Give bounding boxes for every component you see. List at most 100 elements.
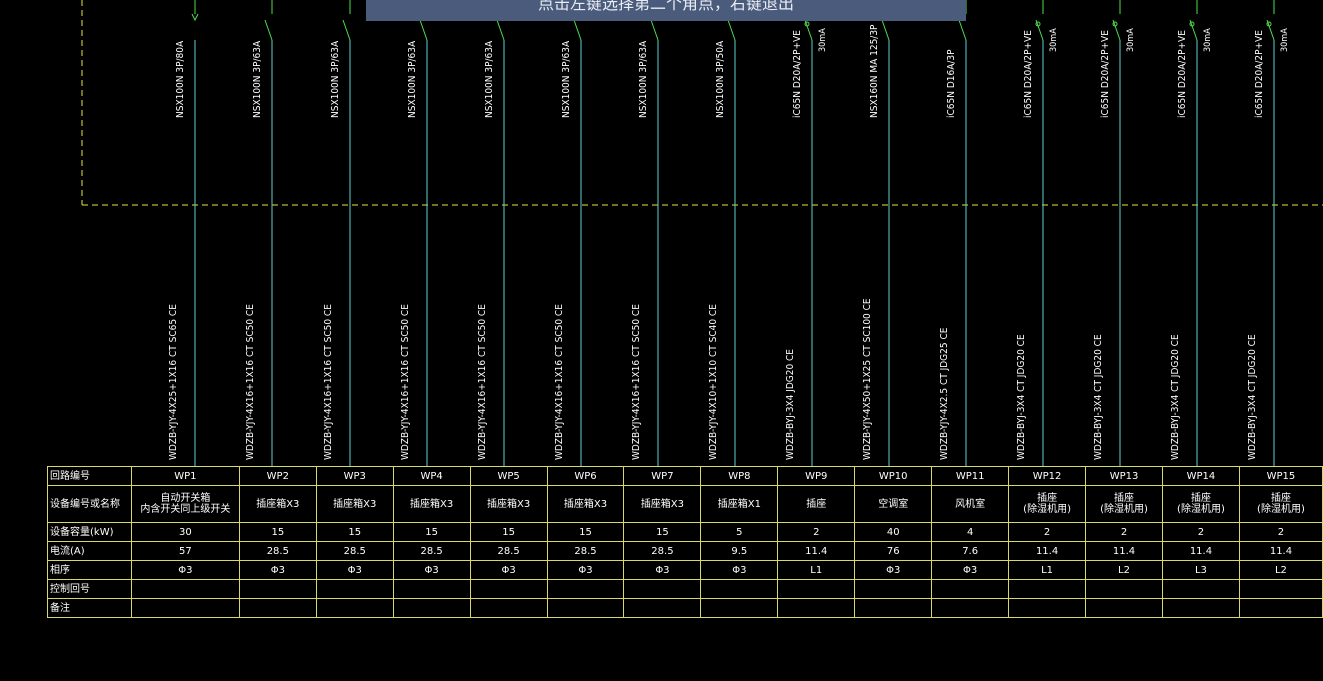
equipment-line: 内含开关同上级开关 — [140, 504, 231, 515]
cell-equipment-WP3: 插座箱X3 — [315, 485, 394, 523]
cell-phase-WP9: L1 — [777, 560, 856, 580]
cell-control-WP5 — [469, 579, 548, 599]
breaker-label-WP13: iC65N D20A/2P+VE — [1100, 30, 1111, 118]
cell-equipment-WP1: 自动开关箱内含开关同上级开关 — [130, 485, 240, 523]
equipment-line: 插座箱X1 — [717, 498, 761, 510]
breaker-label-WP8: NSX100N 3P/50A — [715, 40, 726, 118]
rcd-label-WP12: 30mA — [1049, 28, 1059, 52]
cell-control-WP9 — [777, 579, 856, 599]
cable-label-WP10: WDZB-YJY-4X50+1X25 CT SC100 CE — [862, 298, 873, 460]
cell-control-WP7 — [623, 579, 702, 599]
breaker-label-WP4: NSX100N 3P/63A — [407, 40, 418, 118]
breaker-label-WP2: NSX100N 3P/63A — [252, 40, 263, 118]
cable-label-WP1: WDZB-YJY-4X25+1X16 CT SC65 CE — [168, 304, 179, 460]
cable-label-WP8: WDZB-YJY-4X10+1X10 CT SC40 CE — [708, 304, 719, 460]
rcd-label-WP9: 30mA — [818, 28, 828, 52]
equipment-line: 空调室 — [878, 498, 909, 510]
cell-circuit-WP6: WP6 — [546, 466, 625, 486]
cell-capacity-WP14: 2 — [1161, 522, 1240, 542]
cable-label-WP15: WDZB-BYJ-3X4 CT JDG20 CE — [1247, 334, 1258, 460]
breaker-symbol-WP13 — [1112, 19, 1121, 41]
cell-phase-WP8: Φ3 — [700, 560, 779, 580]
breaker-symbol-WP7 — [650, 19, 659, 41]
cell-circuit-WP3: WP3 — [315, 466, 394, 486]
cell-equipment-WP2: 插座箱X3 — [238, 485, 317, 523]
breaker-symbol-WP3 — [342, 19, 351, 41]
breaker-symbol-WP5 — [496, 19, 505, 41]
cell-control-WP1 — [130, 579, 240, 599]
breaker-symbol-WP4 — [419, 19, 428, 41]
cell-current-WP13: 11.4 — [1085, 541, 1163, 561]
cable-label-WP12: WDZB-BYJ-3X4 CT JDG20 CE — [1016, 334, 1027, 460]
cell-equipment-WP4: 插座箱X3 — [392, 485, 471, 523]
breaker-symbol-WP11 — [958, 19, 967, 41]
cable-label-WP2: WDZB-YJY-4X16+1X16 CT SC50 CE — [245, 304, 256, 460]
rcd-symbol-WP14 — [1189, 21, 1195, 27]
breaker-label-WP1: NSX100N 3P/80A — [175, 40, 186, 118]
cell-capacity-WP11: 4 — [931, 522, 1010, 542]
equipment-line: (除湿机用) — [1257, 504, 1305, 515]
cable-label-WP14: WDZB-BYJ-3X4 CT JDG20 CE — [1170, 334, 1181, 460]
cell-phase-WP3: Φ3 — [315, 560, 394, 580]
rcd-symbol-WP13 — [1112, 21, 1118, 27]
rcd-symbol-WP9 — [804, 21, 810, 27]
cable-label-WP9: WDZB-BYJ-3X4 JDG20 CE — [785, 349, 796, 460]
cell-circuit-WP2: WP2 — [238, 466, 317, 486]
rcd-symbol-WP15 — [1266, 21, 1272, 27]
cell-circuit-WP9: WP9 — [777, 466, 856, 486]
equipment-line: 插座箱X3 — [563, 498, 608, 510]
equipment-line: 自动开关箱 — [160, 493, 211, 504]
cell-capacity-WP5: 15 — [469, 522, 548, 542]
cell-equipment-WP14: 插座(除湿机用) — [1161, 485, 1240, 523]
cell-phase-WP5: Φ3 — [469, 560, 548, 580]
breaker-label-WP11: iC65N D16A/3P — [946, 49, 957, 118]
cell-circuit-WP11: WP11 — [931, 466, 1010, 486]
cell-control-WP10 — [854, 579, 933, 599]
row-label-control: 控制回号 — [47, 579, 132, 599]
cable-label-WP13: WDZB-BYJ-3X4 CT JDG20 CE — [1093, 334, 1104, 460]
cell-note-WP7 — [623, 598, 702, 618]
cell-note-WP15 — [1238, 598, 1323, 618]
cell-current-WP2: 28.5 — [238, 541, 317, 561]
cell-phase-WP4: Φ3 — [392, 560, 471, 580]
cell-phase-WP10: Φ3 — [854, 560, 933, 580]
cell-circuit-WP12: WP12 — [1008, 466, 1087, 486]
cell-current-WP5: 28.5 — [469, 541, 548, 561]
cell-control-WP13 — [1085, 579, 1163, 599]
row-label-circuit: 回路编号 — [47, 466, 132, 486]
breaker-symbol-WP6 — [573, 19, 582, 41]
cell-equipment-WP9: 插座 — [777, 485, 856, 523]
cell-equipment-WP8: 插座箱X1 — [700, 485, 779, 523]
breaker-label-WP5: NSX100N 3P/63A — [484, 40, 495, 118]
row-label-current: 电流(A) — [47, 541, 132, 561]
cell-note-WP14 — [1161, 598, 1240, 618]
cell-circuit-WP14: WP14 — [1161, 466, 1240, 486]
cell-control-WP4 — [392, 579, 471, 599]
cell-current-WP1: 57 — [130, 541, 240, 561]
breaker-label-WP12: iC65N D20A/2P+VE — [1023, 30, 1034, 118]
cable-label-WP6: WDZB-YJY-4X16+1X16 CT SC50 CE — [554, 304, 565, 460]
cell-control-WP14 — [1161, 579, 1240, 599]
command-prompt-text: 点击左键选择第二个角点，右键退出 — [537, 0, 794, 13]
cell-circuit-WP8: WP8 — [700, 466, 779, 486]
cell-current-WP6: 28.5 — [546, 541, 625, 561]
equipment-line: 插座 — [1114, 493, 1135, 504]
cell-phase-WP6: Φ3 — [546, 560, 625, 580]
breaker-label-WP3: NSX100N 3P/63A — [330, 40, 341, 118]
breaker-label-WP7: NSX100N 3P/63A — [638, 40, 649, 118]
breaker-symbols — [191, 13, 1275, 41]
cell-note-WP10 — [854, 598, 933, 618]
equipment-line: 插座箱X3 — [333, 498, 377, 510]
cell-capacity-WP4: 15 — [392, 522, 471, 542]
breaker-symbol-WP2 — [264, 19, 273, 41]
breaker-label-WP9: iC65N D20A/2P+VE — [792, 30, 803, 118]
rcd-symbol-WP12 — [1035, 21, 1041, 27]
equipment-line: 插座箱X3 — [256, 498, 300, 510]
breaker-label-WP14: iC65N D20A/2P+VE — [1177, 30, 1188, 118]
